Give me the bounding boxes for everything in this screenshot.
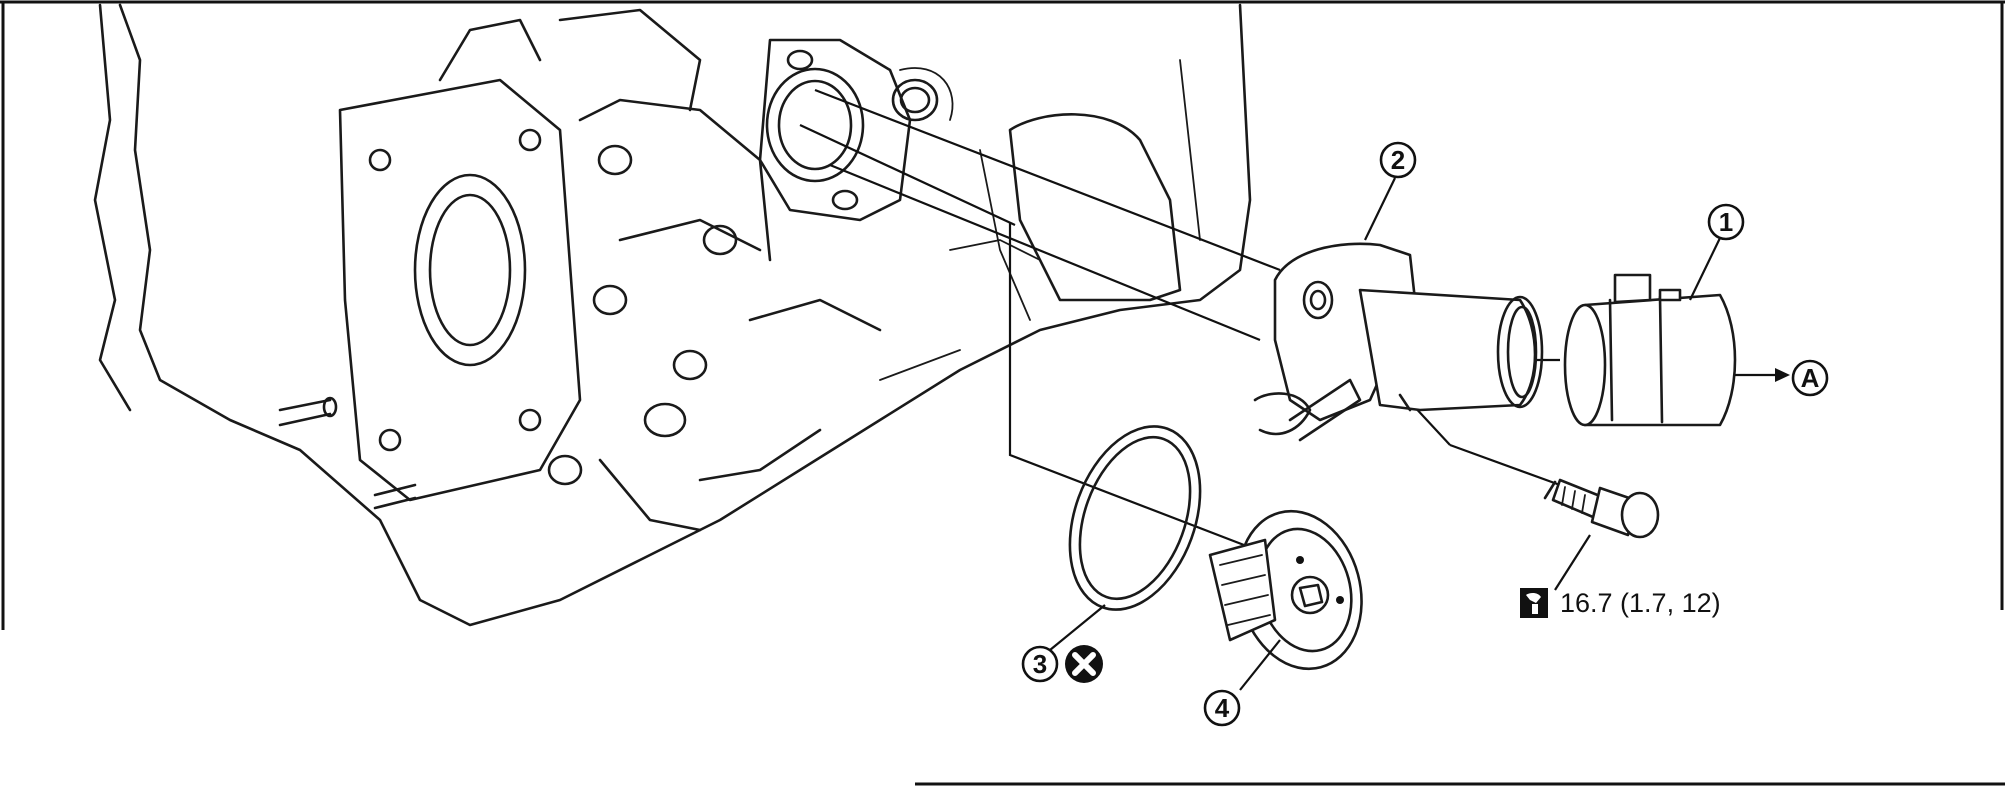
torque-value: 16.7 (1.7, 12) xyxy=(1560,588,1721,618)
x-circle-icon xyxy=(1065,645,1103,683)
engine-block xyxy=(93,3,1252,627)
mounting-bolt xyxy=(1543,478,1660,539)
callout-part-4: 4 xyxy=(1203,639,1281,727)
svg-text:4: 4 xyxy=(1215,693,1230,723)
thermostat xyxy=(1208,509,1363,671)
callout-part-3: 3 xyxy=(1021,604,1106,683)
svg-text:3: 3 xyxy=(1033,649,1047,679)
callout-part-1: 1 xyxy=(1689,203,1745,301)
svg-text:1: 1 xyxy=(1719,207,1733,237)
callout-part-2: 2 xyxy=(1364,141,1417,241)
torque-wrench-icon xyxy=(1520,588,1548,618)
flow-arrow xyxy=(1735,368,1790,382)
torque-leader xyxy=(1554,534,1591,591)
gasket-ring xyxy=(1068,425,1202,611)
radiator-hose xyxy=(1563,273,1737,427)
water-inlet-housing xyxy=(1253,242,1544,442)
svg-text:A: A xyxy=(1801,363,1820,393)
svg-text:2: 2 xyxy=(1391,145,1405,175)
callout-ref-a: A xyxy=(1791,359,1829,397)
